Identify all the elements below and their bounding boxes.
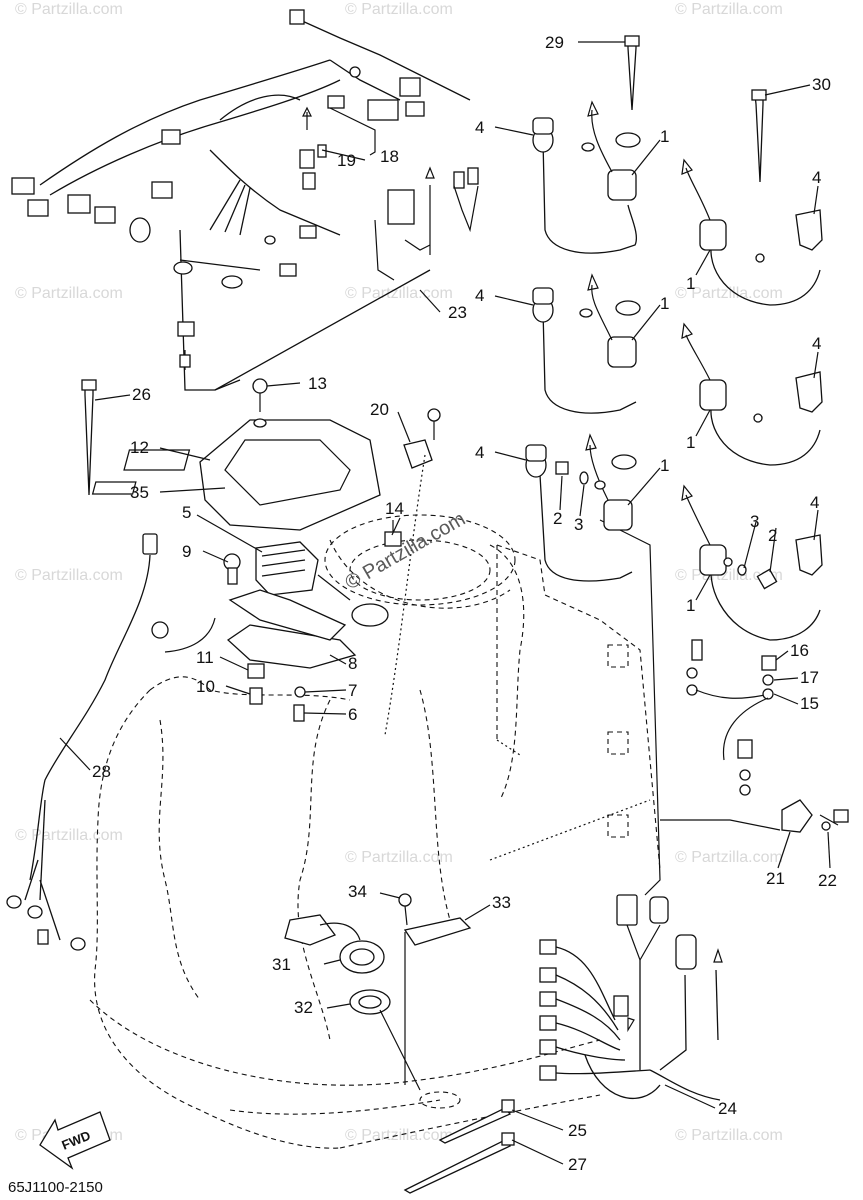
callout-31: 31 [272, 955, 291, 974]
cylinder-head-panel [489, 519, 781, 896]
callout-35: 35 [130, 483, 149, 502]
watermark-tile: © Partzilla.com [15, 827, 123, 844]
callout-1: 1 [660, 127, 669, 146]
wire-harness-main [11, 9, 479, 391]
callout-4: 4 [812, 334, 821, 353]
callout-28: 28 [92, 762, 111, 781]
watermark-tile: © Partzilla.com [345, 849, 453, 866]
callout-labels: 29 30 4 1 18 19 4 1 4 1 23 4 13 26 20 1 … [92, 33, 837, 1174]
callout-14: 14 [385, 499, 404, 518]
callout-15: 15 [800, 694, 819, 713]
callout-9: 9 [182, 542, 191, 561]
callout-4: 4 [812, 168, 821, 187]
callout-16: 16 [790, 641, 809, 660]
ground-hardware [686, 639, 849, 833]
callout-17: 17 [800, 668, 819, 687]
fuse-holder [299, 149, 315, 169]
callout-20: 20 [370, 400, 389, 419]
callout-34: 34 [348, 882, 367, 901]
leader-lines [59, 41, 831, 1165]
watermark-tile: © Partzilla.com [345, 1127, 453, 1144]
watermark-tile: © Partzilla.com [675, 849, 783, 866]
callout-2: 2 [768, 526, 777, 545]
watermark-tile: © Partzilla.com [15, 285, 123, 302]
callout-13: 13 [308, 374, 327, 393]
callout-27: 27 [568, 1155, 587, 1174]
callout-12: 12 [130, 438, 149, 457]
grommet-assembly [284, 408, 472, 1091]
callout-11: 11 [196, 648, 214, 667]
callout-21: 21 [766, 869, 785, 888]
connector [11, 177, 35, 195]
callout-2: 2 [553, 509, 562, 528]
callout-23: 23 [448, 303, 467, 322]
watermark-tile: © Partzilla.com [675, 1, 783, 18]
callout-18: 18 [380, 147, 399, 166]
callout-30: 30 [812, 75, 831, 94]
callout-4: 4 [475, 118, 484, 137]
callout-32: 32 [294, 998, 313, 1017]
callout-33: 33 [492, 893, 511, 912]
watermark-tile: © Partzilla.com [15, 1, 123, 18]
fwd-arrow-icon: FWD [39, 1111, 111, 1170]
cdi-unit-assembly [91, 378, 402, 547]
callout-3: 3 [750, 512, 759, 531]
callout-24: 24 [718, 1099, 737, 1118]
callout-1: 1 [686, 433, 695, 452]
callout-4: 4 [475, 286, 484, 305]
callout-1: 1 [686, 274, 695, 293]
callout-7: 7 [348, 681, 357, 700]
ignition-coil-group [525, 100, 823, 641]
drawing-code: 65J1100-2150 [8, 1179, 103, 1196]
callout-6: 6 [348, 705, 357, 724]
watermark-tiles: © Partzilla.com © Partzilla.com © Partzi… [15, 1, 783, 1144]
callout-26: 26 [132, 385, 151, 404]
callout-1: 1 [660, 456, 669, 475]
callout-8: 8 [348, 654, 357, 673]
callout-5: 5 [182, 503, 191, 522]
callout-22: 22 [818, 871, 837, 890]
watermark-tile: © Partzilla.com [345, 1, 453, 18]
watermark-tile: © Partzilla.com [675, 1127, 783, 1144]
cable-ties [81, 35, 767, 1194]
callout-29: 29 [545, 33, 564, 52]
watermark-tile: © Partzilla.com [345, 285, 453, 302]
watermark-center: © Partzilla.com [342, 508, 470, 594]
watermark-tile: © Partzilla.com [15, 567, 123, 584]
callout-10: 10 [196, 677, 215, 696]
callout-25: 25 [568, 1121, 587, 1140]
callout-19: 19 [337, 151, 356, 170]
ignition-coil [607, 169, 637, 201]
callout-3: 3 [574, 515, 583, 534]
wire-harness-28 [6, 533, 158, 951]
callout-4: 4 [475, 443, 484, 462]
engine-outline [89, 514, 601, 1149]
callout-1: 1 [660, 294, 669, 313]
wire-harness-24 [539, 894, 723, 1101]
bolt [555, 461, 569, 475]
watermark-tile: © Partzilla.com [675, 285, 783, 302]
rectifier-regulator [151, 541, 389, 722]
callout-1: 1 [686, 596, 695, 615]
callout-4: 4 [810, 493, 819, 512]
